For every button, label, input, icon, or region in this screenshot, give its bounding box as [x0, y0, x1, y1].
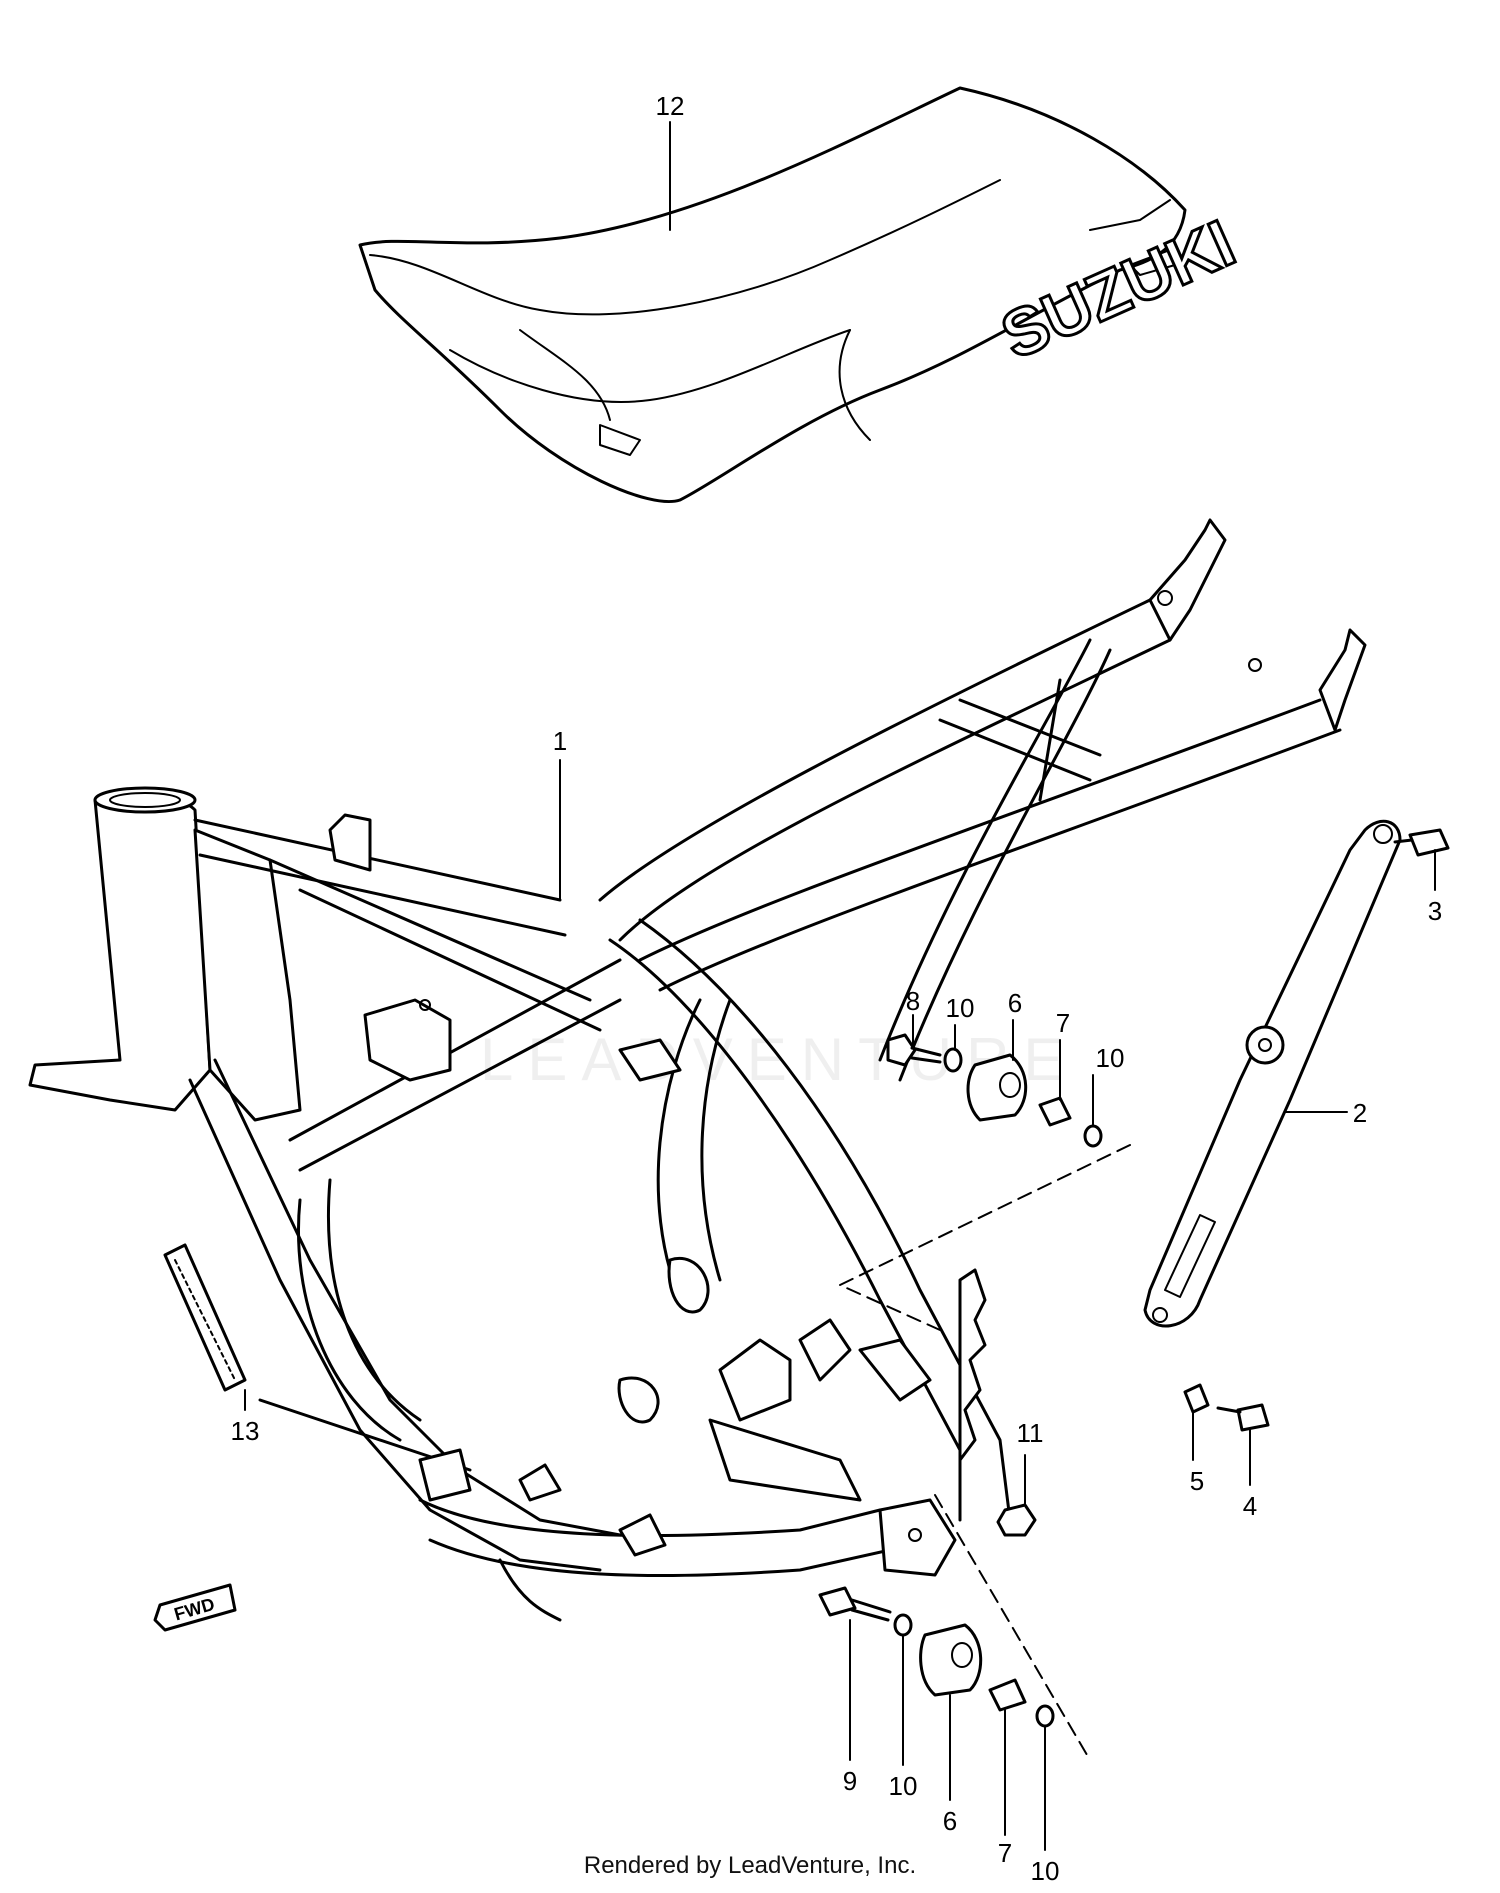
callout-11: 11: [1017, 1418, 1044, 1448]
callout-12: 12: [656, 91, 685, 121]
bolt-3[interactable]: [1393, 828, 1450, 857]
bolt-4[interactable]: [1216, 1403, 1270, 1432]
callout-labels: 12 1 3 8 10 6 7 10 2 13 11 5 4 9 10 6 7 …: [231, 91, 1443, 1886]
callout-10-upper-b: 10: [1096, 1043, 1125, 1073]
nut-11[interactable]: [996, 1503, 1037, 1537]
callout-6-lower: 6: [943, 1806, 957, 1836]
callout-2: 2: [1353, 1098, 1367, 1128]
watermark: LEADVENTURE: [480, 1026, 1077, 1093]
callout-4: 4: [1243, 1491, 1257, 1521]
callout-8: 8: [906, 986, 920, 1016]
frame[interactable]: [28, 518, 1367, 1622]
leader-lines: [244, 121, 1436, 1851]
lower-mount-set[interactable]: [818, 1494, 1091, 1761]
footer-credit: Rendered by LeadVenture, Inc.: [583, 1852, 917, 1879]
side-brace[interactable]: [1143, 819, 1402, 1328]
callout-7-lower: 7: [998, 1838, 1012, 1868]
callout-10-upper-a: 10: [946, 993, 975, 1023]
seat[interactable]: SUZUKI: [358, 86, 1247, 503]
callout-5: 5: [1190, 1466, 1204, 1496]
callout-3: 3: [1428, 896, 1442, 926]
callout-10-lower-b: 10: [1031, 1856, 1060, 1886]
callout-9: 9: [843, 1766, 857, 1796]
fwd-arrow: FWD: [153, 1583, 237, 1632]
washer-5[interactable]: [1183, 1383, 1210, 1414]
callout-7-upper: 7: [1056, 1008, 1070, 1038]
callout-13: 13: [231, 1416, 260, 1446]
upper-mount-set[interactable]: [839, 1033, 1131, 1331]
callout-1: 1: [553, 726, 567, 756]
callout-10-lower-a: 10: [889, 1771, 918, 1801]
callout-6-upper: 6: [1008, 988, 1022, 1018]
